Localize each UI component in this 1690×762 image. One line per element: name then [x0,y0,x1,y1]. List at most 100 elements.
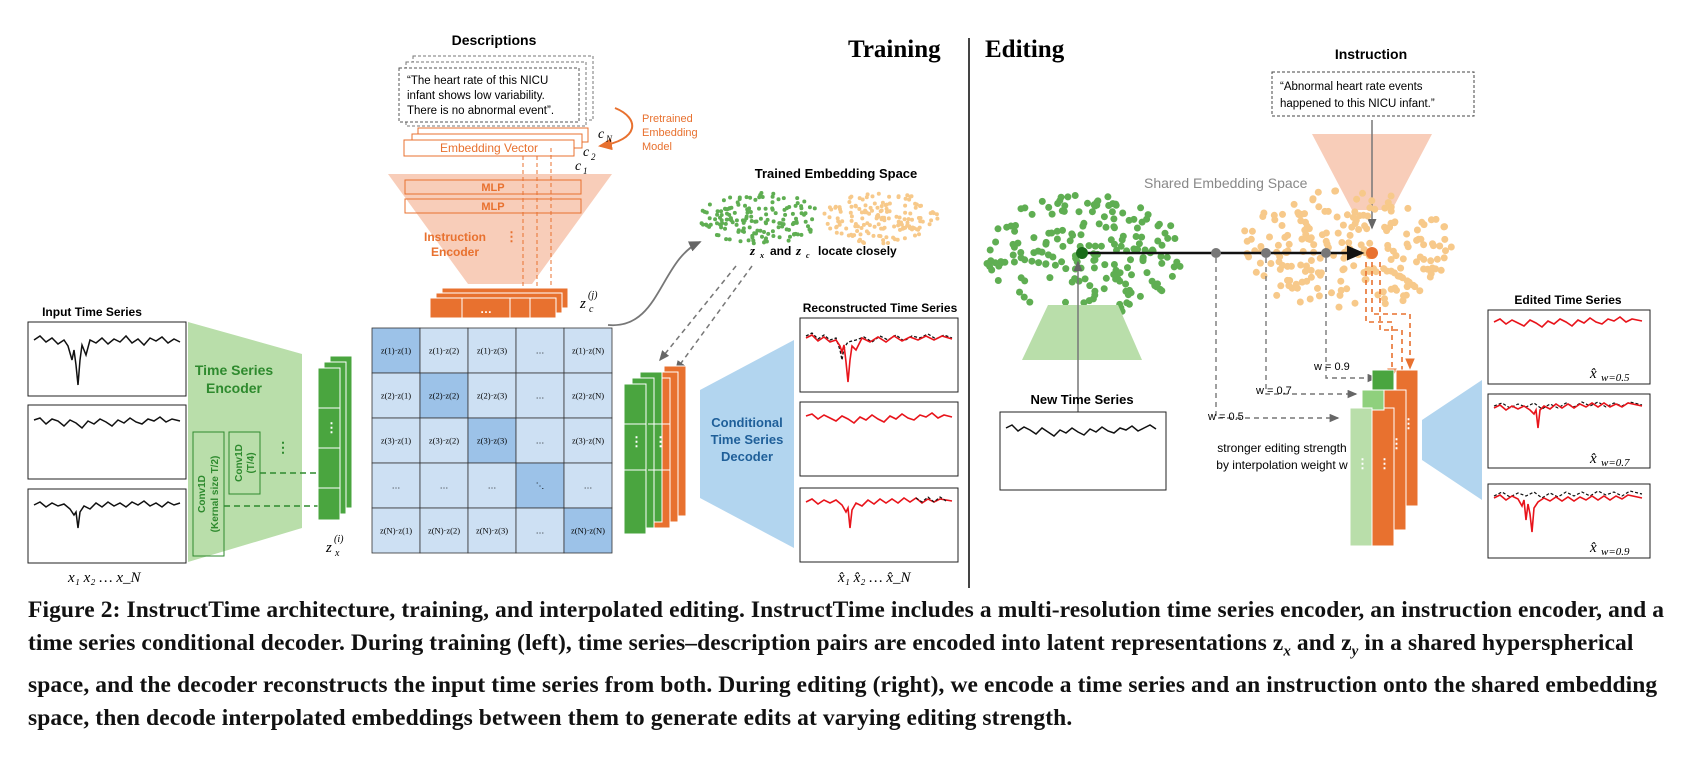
trained-dot-orange [860,197,865,202]
trained-dot-green [753,197,758,202]
trained-dot-orange [862,241,866,245]
descriptions-title: Descriptions [452,32,537,48]
shared-dot-orange [1396,272,1404,280]
shared-dot-green [1154,222,1162,230]
shared-dot-orange [1343,211,1351,219]
shared-dot-green [1021,256,1029,264]
shared-dot-orange [1248,227,1256,235]
trained-dot-orange [916,227,921,232]
shared-dot-orange [1429,240,1436,248]
interp-point-07 [1261,248,1271,258]
shared-dot-green [1108,208,1116,216]
c-1-sub: 1 [583,166,588,176]
matrix-cell-label: z(3)·z(3) [477,436,507,446]
stronger-line2: by interpolation weight w [1216,458,1348,472]
shared-dot-orange [1368,197,1376,205]
trained-dot-orange [920,219,925,224]
trained-dot-green [771,219,776,224]
shared-dot-green [1081,275,1089,283]
matrix-cell [467,462,517,509]
trained-dot-orange [884,202,889,207]
shared-dot-green [1119,209,1127,217]
shared-dot-orange [1301,267,1309,275]
shared-dot-green [1053,235,1061,243]
shared-dot-orange [1335,303,1343,311]
shared-dot-green [1021,204,1029,212]
edited-label-05: x̂ [1589,366,1597,382]
trained-dot-orange [837,222,842,227]
shared-dot-orange [1437,266,1445,274]
trained-dot-green [700,208,705,213]
shared-dot-green [1126,286,1133,294]
shared-dot-green [1125,300,1133,308]
trained-dot-green [745,210,750,215]
edited-label-09: x̂ [1589,540,1597,556]
architecture-figure: Training Editing Descriptions “The heart… [27,32,1651,588]
shared-dot-green [1028,210,1036,218]
trained-dot-orange [865,192,870,197]
shared-dot-orange [1337,286,1345,294]
shared-dot-green [1136,292,1144,300]
shared-dot-orange [1331,187,1339,195]
shared-dot-orange [1447,243,1455,251]
shared-dot-orange [1440,254,1448,262]
orange-path-3 [1379,262,1407,392]
shared-dot-orange [1295,211,1303,218]
shared-dot-orange [1346,231,1354,239]
edited-sub-09: w=0.9 [1601,546,1630,558]
trained-dot-orange [903,210,908,215]
matrix-cell [563,417,613,464]
shared-dot-orange [1381,223,1389,231]
shared-dot-green [1048,210,1056,218]
encoder-vertical-dots: ⋮ [505,229,518,244]
shared-dot-green [1122,280,1130,288]
instruction-encoder-shape [388,174,612,284]
shared-dot-orange [1357,241,1365,249]
shared-dot-orange [1418,218,1426,226]
shared-dot-green [1057,193,1065,201]
shared-dot-orange [1306,295,1314,303]
shared-dot-orange [1297,261,1305,269]
trained-dot-green [724,217,729,222]
new-series-title: New Time Series [1030,392,1133,407]
svg-text:…: … [480,302,492,316]
svg-text:z: z [795,243,802,258]
trained-dot-green [807,227,812,232]
trained-dot-green [744,195,749,200]
trained-dot-orange [935,216,940,221]
shared-dot-green [1095,220,1103,228]
trained-dot-orange [902,217,907,222]
shared-dot-green [1028,257,1036,265]
trained-dot-green [771,234,776,238]
w-label-05: w = 0.5 [1207,411,1244,423]
trained-dot-green [748,210,753,214]
shared-dot-green [1163,253,1171,261]
shared-dot-orange [1340,265,1348,273]
trained-dot-green [799,211,804,216]
shared-dot-orange [1360,211,1367,219]
trained-dot-green [777,235,782,240]
trained-dot-orange [886,216,891,221]
matrix-cell [563,327,613,374]
shared-dot-orange [1310,241,1318,249]
c-2-sub: 2 [591,152,596,162]
shared-dot-green [1051,261,1059,269]
trained-dot-orange [853,224,858,229]
shared-dot-orange [1302,231,1310,239]
decoder-label3: Decoder [721,449,773,464]
shared-dot-orange [1266,233,1273,241]
matrix-cell [419,417,469,464]
shared-dot-orange [1399,297,1407,305]
shared-dot-orange [1276,265,1284,273]
matrix-cell-label: z(2)·z(2) [429,391,459,401]
matrix-cell-label: z(3)·z(2) [429,436,459,446]
matrix-cell [419,372,469,419]
trained-dot-orange [879,204,884,209]
trained-dot-green [770,229,775,234]
ts-encoder-label1: Time Series [195,362,274,378]
recon-ground-truth-3 [915,496,947,503]
shared-dot-orange [1274,241,1282,249]
pretrained-arrow [598,107,634,151]
svg-text:⋮: ⋮ [1356,456,1369,471]
shared-dot-green [1007,222,1015,230]
